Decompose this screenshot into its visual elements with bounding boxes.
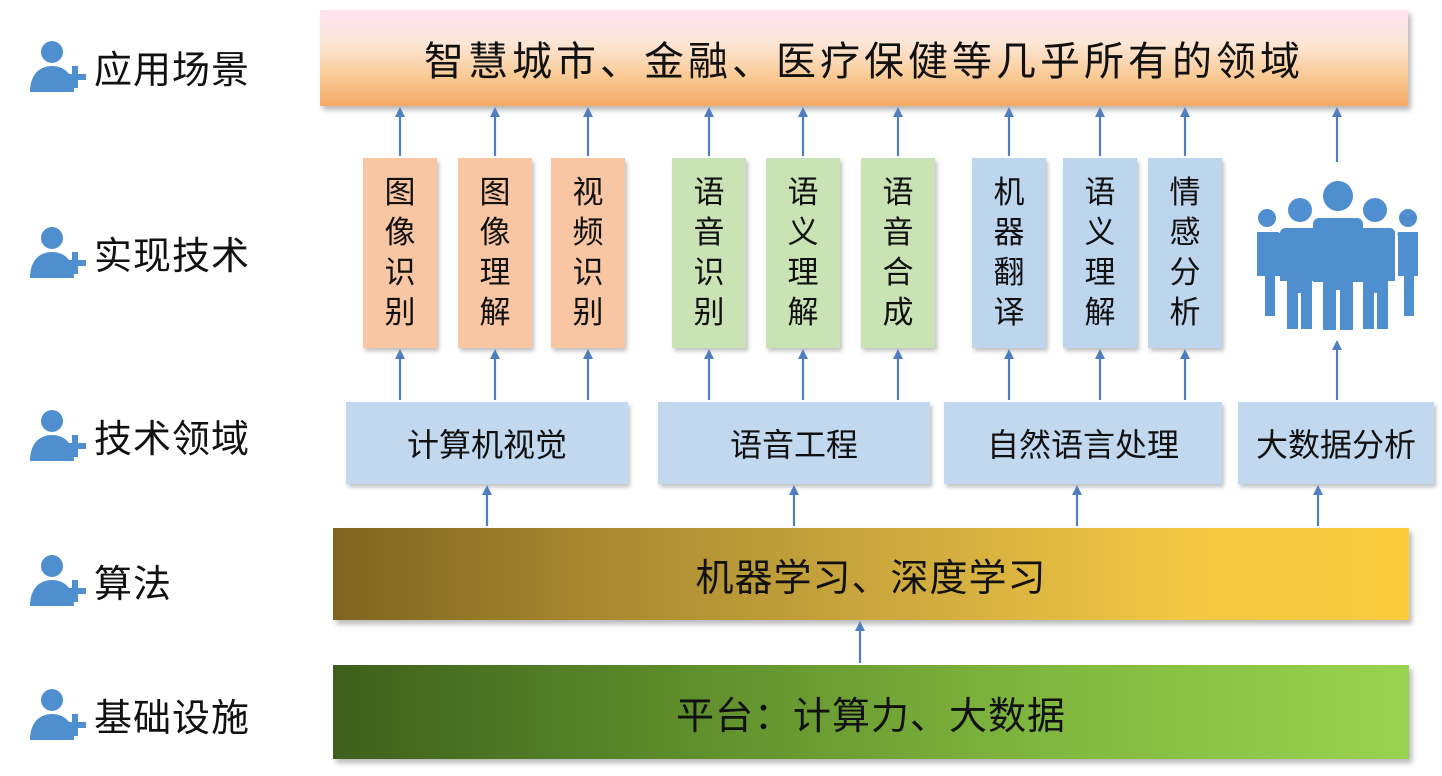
tech-box-char: 频: [572, 215, 604, 251]
tech-box-char: 语: [882, 175, 914, 211]
tech-box: 语义理解: [766, 158, 840, 348]
tech-box-char: 感: [1169, 215, 1201, 251]
tech-box-char: 视: [572, 175, 604, 211]
tech-box-char: 别: [693, 295, 725, 331]
people-group-icon: [1257, 181, 1418, 330]
tech-box: 视频识别: [551, 158, 625, 348]
tech-box-label: 语义理解: [788, 173, 819, 333]
layer-label-text: 技术领域: [94, 416, 251, 461]
layer-label-text: 基础设施: [94, 695, 251, 740]
person-add-icon: [30, 41, 86, 92]
tech-box-char: 图: [479, 175, 511, 211]
tech-box: 语音合成: [861, 158, 935, 348]
tech-box-char: 像: [479, 215, 511, 251]
tech-box-label: 图像识别: [385, 173, 416, 333]
tech-box: 图像识别: [363, 158, 437, 348]
tech-box-char: 理: [787, 255, 819, 291]
tech-box-char: 解: [1084, 295, 1116, 331]
layer-label-application: 应用场景: [28, 36, 250, 96]
layer-label-field: 技术领域: [28, 405, 250, 465]
tech-box-char: 成: [882, 295, 914, 331]
tech-box-char: 音: [693, 215, 725, 251]
tech-box: 情感分析: [1148, 158, 1222, 348]
tech-box-label: 情感分析: [1170, 173, 1201, 333]
tech-box-char: 合: [882, 255, 914, 291]
tech-box-char: 识: [384, 255, 416, 291]
field-box-big-data: 大数据分析: [1238, 402, 1434, 484]
tech-box-char: 翻: [993, 255, 1025, 291]
tech-box-char: 情: [1169, 175, 1201, 211]
layer-label-infrastructure: 基础设施: [28, 684, 250, 744]
layer-label-text: 算法: [94, 561, 173, 606]
tech-box-char: 义: [1084, 215, 1116, 251]
application-band: 智慧城市、金融、医疗保健等几乎所有的领域: [320, 10, 1408, 106]
layer-label-text: 应用场景: [94, 47, 251, 92]
tech-box-char: 像: [384, 215, 416, 251]
person-add-icon: [30, 555, 86, 606]
tech-box-label: 语音识别: [694, 173, 725, 333]
layer-label-algorithm: 算法: [28, 550, 172, 610]
tech-box-char: 别: [572, 295, 604, 331]
tech-box: 图像理解: [458, 158, 532, 348]
tech-box-char: 识: [693, 255, 725, 291]
tech-box-char: 图: [384, 175, 416, 211]
layer-label-text: 实现技术: [94, 233, 251, 278]
tech-box-char: 音: [882, 215, 914, 251]
tech-box-char: 解: [479, 295, 511, 331]
tech-box-char: 义: [787, 215, 819, 251]
tech-box-char: 译: [993, 295, 1025, 331]
tech-box-label: 语义理解: [1085, 173, 1116, 333]
layer-label-technology: 实现技术: [28, 222, 250, 282]
tech-box-char: 语: [1084, 175, 1116, 211]
tech-box-char: 析: [1169, 295, 1201, 331]
tech-box-char: 理: [1084, 255, 1116, 291]
tech-box-char: 识: [572, 255, 604, 291]
person-add-icon: [30, 689, 86, 740]
tech-box-char: 别: [384, 295, 416, 331]
field-box-nlp: 自然语言处理: [944, 402, 1222, 484]
person-add-icon: [30, 227, 86, 278]
tech-box-char: 分: [1169, 255, 1201, 291]
tech-box: 语音识别: [672, 158, 746, 348]
tech-box-label: 语音合成: [883, 173, 914, 333]
algorithm-band: 机器学习、深度学习: [333, 528, 1409, 620]
field-box-speech-engineering: 语音工程: [658, 402, 930, 484]
tech-box-char: 机: [993, 175, 1025, 211]
infrastructure-band: 平台：计算力、大数据: [333, 665, 1409, 759]
tech-box-label: 机器翻译: [994, 173, 1025, 333]
tech-box-label: 视频识别: [573, 173, 604, 333]
tech-box-char: 语: [787, 175, 819, 211]
tech-box-char: 语: [693, 175, 725, 211]
field-box-computer-vision: 计算机视觉: [346, 402, 628, 484]
person-add-icon: [30, 410, 86, 461]
tech-box: 机器翻译: [972, 158, 1046, 348]
tech-box-label: 图像理解: [480, 173, 511, 333]
tech-box-char: 解: [787, 295, 819, 331]
tech-box-char: 器: [993, 215, 1025, 251]
tech-box-char: 理: [479, 255, 511, 291]
tech-box: 语义理解: [1063, 158, 1137, 348]
